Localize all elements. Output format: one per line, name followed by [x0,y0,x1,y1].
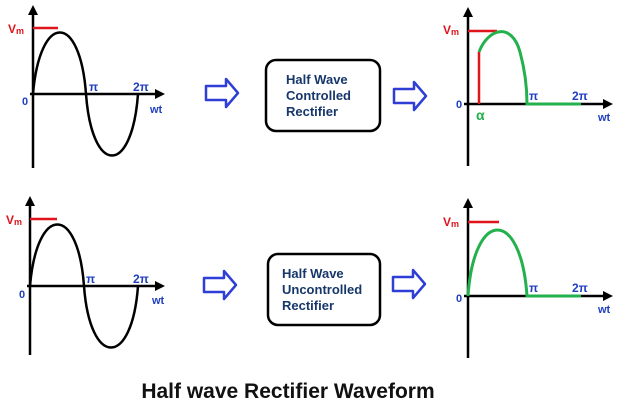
controlled-rectifier-box: Half Wave Controlled Rectifier [264,58,382,133]
vm-label: Vm [8,22,24,36]
wt-label: wt [151,295,165,307]
output-wave-uncontrolled [466,228,581,298]
vm-label: Vm [443,23,459,37]
x-axis-arrowhead [155,281,165,291]
output-wave-controlled [477,30,581,106]
origin-label: 0 [22,96,28,108]
hollow-right-arrow-icon [202,269,238,301]
two-pi-label: 2π [133,272,149,286]
uncontrolled-rectifier-box: Half Wave Uncontrolled Rectifier [266,252,382,327]
x-axis-arrowhead [603,99,613,109]
origin-label: 0 [456,99,462,111]
two-pi-label: 2π [572,89,588,103]
input-sine-graph-controlled: Vm 0 π 2π wt [8,5,165,168]
output-controlled-graph: Vm 0 π 2π wt α [443,7,613,166]
pi-label: π [89,80,98,94]
hollow-right-arrow-icon [392,80,428,112]
row-controlled: Vm 0 π 2π wt Half Wave Controlled Rectif… [8,5,613,168]
hollow-right-arrow-icon [204,77,240,109]
origin-label: 0 [19,289,25,301]
pi-label: π [529,89,538,103]
sine-wave [28,223,140,349]
output-uncontrolled-graph: Vm 0 π 2π wt [443,198,613,358]
box-line-2: Controlled [286,88,351,103]
page-title: Half wave Rectifier Waveform [141,380,434,403]
sine-wave [31,31,140,157]
hollow-right-arrow-icon [391,268,427,300]
box-line-3: Rectifier [282,298,334,313]
two-pi-label: 2π [572,281,588,295]
y-axis-arrowhead [463,198,473,208]
y-axis-arrowhead [25,196,35,206]
wt-label: wt [597,304,611,316]
box-line-2: Uncontrolled [282,282,362,297]
box-line-3: Rectifier [286,104,338,119]
pi-label: π [529,281,538,295]
x-axis-arrowhead [603,291,613,301]
vm-label: Vm [443,215,459,229]
pi-label: π [86,272,95,286]
vm-label: Vm [6,213,22,227]
alpha-label: α [476,107,485,123]
y-axis-arrowhead [28,5,38,15]
y-axis-arrowhead [463,7,473,17]
input-sine-graph-uncontrolled: Vm 0 π 2π wt [6,196,165,355]
wt-label: wt [149,104,163,116]
wt-label: wt [597,112,611,124]
x-axis-arrowhead [155,89,165,99]
origin-label: 0 [456,293,462,305]
box-line-1: Half Wave [286,72,348,87]
box-line-1: Half Wave [282,266,344,281]
row-uncontrolled: Vm 0 π 2π wt Half Wave Uncontrolled Rect… [6,196,613,358]
two-pi-label: 2π [133,80,149,94]
